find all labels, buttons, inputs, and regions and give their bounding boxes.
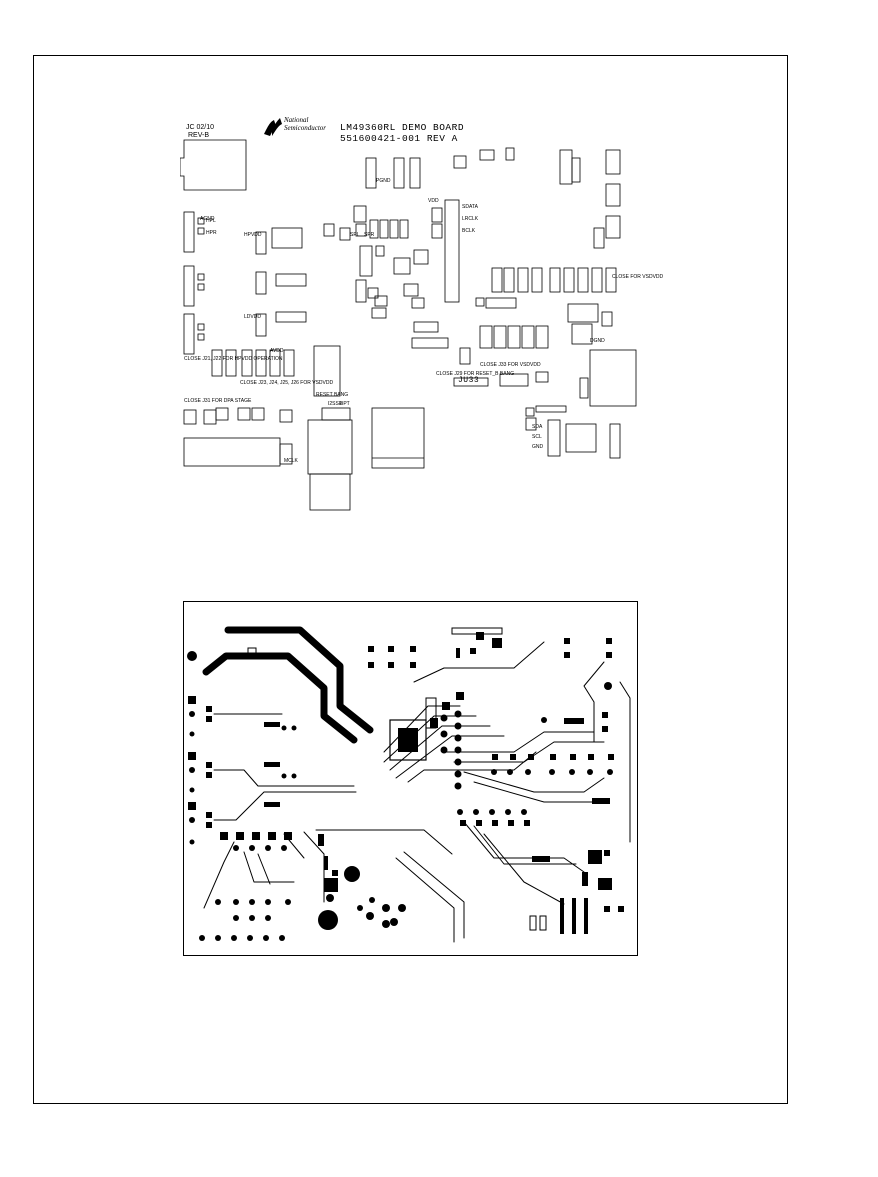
copper-drawing bbox=[187, 626, 631, 943]
board-number: 551600421-001 REV A bbox=[340, 133, 458, 144]
label-scl: SCL bbox=[532, 434, 542, 440]
page-frame bbox=[33, 55, 788, 1104]
label-spr: SPR bbox=[364, 232, 375, 238]
label-bclk: BCLK bbox=[462, 228, 476, 234]
board-title: LM49360RL DEMO BOARD bbox=[340, 122, 465, 133]
label-hpl: HPL bbox=[206, 218, 216, 224]
label-lrclk: LRCLK bbox=[462, 216, 479, 222]
label-hpr: HPR bbox=[206, 230, 217, 236]
note-vsdvdd-2: CLOSE J33 FOR VSDVDD bbox=[480, 362, 541, 368]
label-sda: SDA bbox=[532, 424, 543, 430]
label-reset-bang: RESET BANG bbox=[316, 392, 349, 398]
label-mclk: MCLK bbox=[284, 458, 298, 464]
label-avdd: AVDD bbox=[270, 348, 284, 354]
label-vdd: VDD bbox=[428, 198, 439, 204]
silkscreen-figure: JC 02/10 REV-B National Semiconductor LM… bbox=[179, 116, 663, 514]
note-dpa-stage: CLOSE J31 FOR DPA STAGE bbox=[184, 398, 252, 404]
label-ju33: JU33 bbox=[458, 376, 480, 385]
label-pgnd: PGND bbox=[376, 178, 391, 184]
note-vsdvdd: CLOSE J23, J24, J25, J26 FOR VSDVDD bbox=[240, 380, 334, 386]
label-agnd: AGND bbox=[200, 216, 215, 222]
logo-line-2: Semiconductor bbox=[284, 124, 326, 132]
label-dgnd: DGND bbox=[590, 338, 605, 344]
silkscreen-drawing bbox=[179, 139, 637, 511]
note-reset-bang: CLOSE J29 FOR RESET_B BANG bbox=[436, 371, 515, 377]
label-hpvdd: HPVDD bbox=[244, 232, 262, 238]
label-ldvdd: LDVDD bbox=[244, 314, 261, 320]
label-sdata: SDATA bbox=[462, 204, 478, 210]
note-hpvdd: CLOSE J21, J22 FOR HPVDD OPERATION bbox=[184, 356, 283, 362]
label-gnd: GND bbox=[532, 444, 544, 450]
note-close-for: CLOSE FOR VSDVDD bbox=[612, 274, 664, 280]
copper-layer-figure bbox=[183, 601, 638, 956]
label-i2sse: I2SSE bbox=[328, 401, 343, 407]
label-bpt: BPT bbox=[340, 401, 350, 407]
rev-line-2: REV-B bbox=[188, 132, 210, 139]
national-logo-icon bbox=[262, 116, 284, 138]
label-spl: SPL bbox=[350, 232, 360, 238]
logo-line-1: National bbox=[284, 116, 309, 124]
rev-line-1: JC 02/10 bbox=[186, 124, 215, 131]
